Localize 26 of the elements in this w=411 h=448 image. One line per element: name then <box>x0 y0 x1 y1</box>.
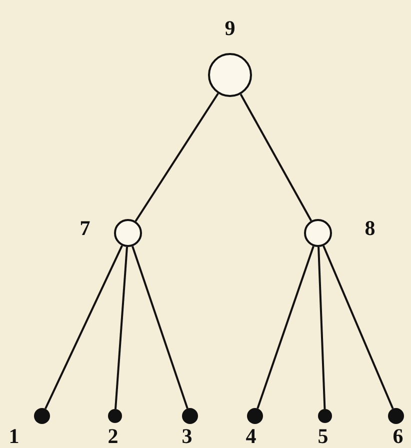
tree-edge <box>134 92 219 222</box>
dot-node <box>108 409 122 423</box>
node-number: 2 <box>108 425 118 447</box>
tree-edge <box>114 246 128 410</box>
node-number: 5 <box>318 425 328 447</box>
dot-node <box>247 408 263 424</box>
node-number: 4 <box>246 425 256 447</box>
node-number: 3 <box>182 425 192 447</box>
tree-edge <box>318 246 326 410</box>
node-number: 9 <box>224 17 236 39</box>
dot-node <box>182 408 198 424</box>
tree-edge <box>322 245 394 410</box>
tree-edge <box>132 246 188 409</box>
tree-edge <box>44 245 123 410</box>
tree-edge <box>256 246 314 409</box>
node-number: 7 <box>80 217 90 239</box>
dot-node <box>34 408 50 424</box>
node-number: 6 <box>392 425 404 447</box>
dot-node <box>388 408 404 424</box>
circle-node <box>114 219 142 247</box>
circle-node <box>208 53 252 97</box>
tree-edge <box>240 94 312 222</box>
circle-node <box>304 219 332 247</box>
node-number: 8 <box>364 217 376 239</box>
node-number: 1 <box>8 425 20 447</box>
dot-node <box>318 409 332 423</box>
